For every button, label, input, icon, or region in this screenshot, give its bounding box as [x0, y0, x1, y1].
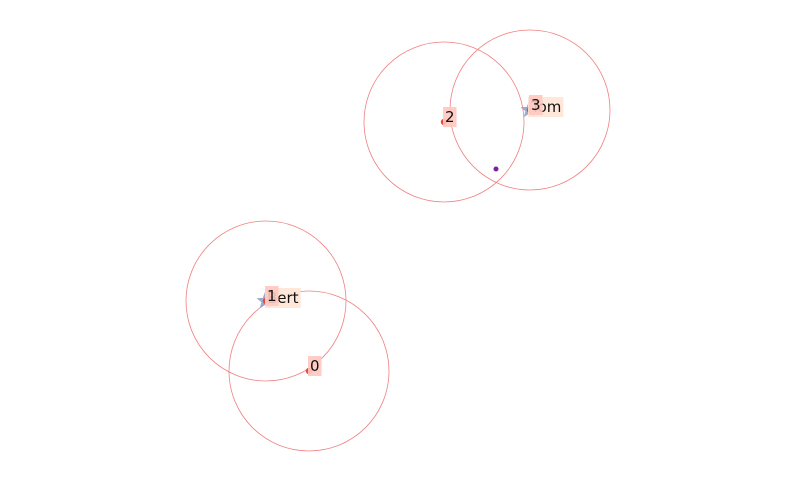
range-circle-0 — [228, 290, 390, 452]
intersection-markers — [493, 166, 499, 172]
range-circle-1 — [185, 220, 347, 382]
node-label-3-group: 3 — [529, 95, 543, 115]
node-markers — [262, 106, 534, 375]
node-label-2-background — [443, 107, 457, 127]
node-label-0: 0 — [310, 357, 320, 375]
range-circles — [185, 29, 611, 452]
node-label-2-group: 2 — [443, 107, 457, 127]
node-label-1: 1 — [267, 287, 277, 305]
range-circle-2 — [363, 41, 525, 203]
node-label-1-group: 1 — [265, 286, 279, 306]
node-label-3: 3 — [531, 96, 541, 114]
named-markers — [256, 101, 538, 309]
node-label-3-background — [529, 95, 543, 115]
node-label-0-background — [308, 356, 322, 376]
node-label-0-group: 0 — [308, 356, 322, 376]
node-label-2: 2 — [445, 108, 455, 126]
node-label-1-background — [265, 286, 279, 306]
intersection-dot — [493, 166, 499, 172]
